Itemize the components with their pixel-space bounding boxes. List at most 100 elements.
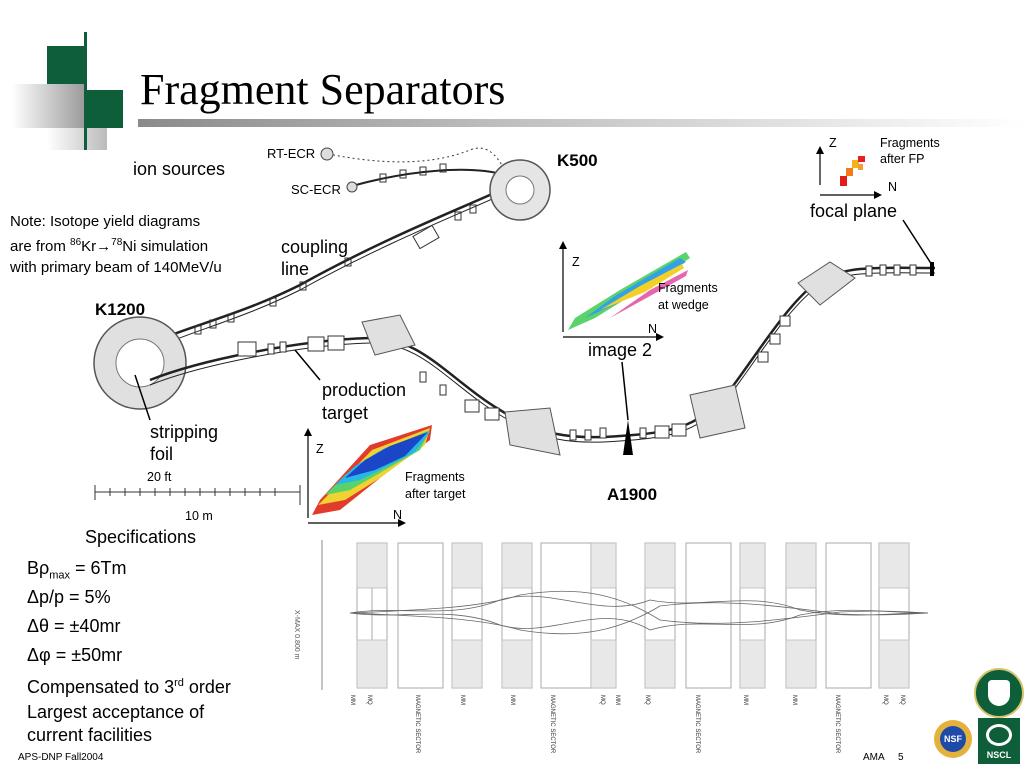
corner-decoration (12, 32, 142, 152)
k1200-label: K1200 (95, 300, 146, 319)
spec-momentum: Δp/p = 5% (27, 587, 111, 607)
envelope-hatching (356, 542, 910, 689)
spec-order: Compensated to 3rd order (27, 672, 231, 698)
page-number: 5 (898, 752, 904, 763)
nsf-text: NSF (940, 726, 966, 752)
envelope-label: MQ (599, 695, 605, 705)
coupling-magnets (194, 163, 477, 335)
envelope-label: MM (614, 695, 620, 705)
image2-pointer (621, 361, 629, 421)
wedge-n-label: N (648, 322, 658, 336)
spec-text: Compensated to 3 (27, 677, 175, 697)
envelope-label: MM (791, 695, 797, 705)
wedge-z-label: Z (572, 255, 580, 269)
focal-plane-label: focal plane (810, 201, 898, 221)
target-fragments-label-2: after target (405, 487, 466, 501)
rt-ecr-label: RT-ECR (267, 146, 316, 161)
isotope-note: Note: Isotope yield diagrams are from 86… (10, 211, 222, 278)
sc-ecr-label: SC-ECR (291, 182, 341, 197)
production-target-pointer (294, 349, 321, 381)
rt-ecr-line (327, 147, 511, 181)
envelope-label: MM (509, 695, 515, 705)
arrow-icon: → (96, 238, 112, 255)
k1200-core (115, 338, 165, 388)
note-text: Ni simulation (122, 238, 209, 255)
focal-plane-pointer (902, 219, 933, 266)
target-z-label: Z (316, 442, 324, 456)
doe-logo (974, 668, 1024, 718)
production-target-label-1: production (322, 380, 407, 400)
envelope-rays (349, 590, 929, 635)
wedge-fragments-label-1: Fragments (658, 281, 718, 295)
envelope-label: MM (742, 695, 748, 705)
rt-ecr-source (320, 147, 334, 161)
focal-plane-marker (930, 262, 934, 276)
envelope-axis-label: X-MAX 0.800 m (293, 610, 300, 660)
a1900-dipoles (361, 261, 856, 456)
wedge-marker (623, 420, 633, 455)
specifications-heading: Specifications (85, 527, 197, 547)
slide-title: Fragment Separators (140, 65, 506, 114)
ion-sources-label: ion sources (133, 159, 226, 179)
envelope-label: MAGNETIC SECTOR (414, 695, 420, 754)
fp-yield-plot (816, 146, 882, 199)
envelope-label: MM (349, 695, 355, 705)
k500-core (505, 175, 535, 205)
target-n-label: N (393, 508, 403, 522)
fp-fragments-label-2: after FP (880, 152, 925, 166)
stripping-foil-label-2: foil (150, 444, 174, 464)
fp-fragments-label-1: Fragments (880, 136, 940, 150)
dipole-2 (504, 407, 561, 456)
envelope-elements (356, 542, 910, 689)
spec-text: = 6Tm (70, 558, 127, 578)
envelope-label: MQ (882, 695, 888, 705)
envelope-label: MAGNETIC SECTOR (694, 695, 700, 754)
envelope-label: MM (459, 695, 465, 705)
nscl-logo: NSCL (978, 718, 1020, 764)
envelope-label: MQ (644, 695, 650, 705)
spec-acceptance-1: Largest acceptance of (27, 702, 205, 722)
scale-bar (94, 485, 301, 505)
coupling-line-label-1: coupling (281, 237, 349, 257)
sc-ecr-source (346, 181, 358, 193)
footer-left: APS-DNP Fall2004 (18, 752, 104, 763)
spec-text: order (183, 677, 231, 697)
a1900-label: A1900 (607, 485, 658, 504)
envelope-label: MQ (899, 695, 905, 705)
scale-ft-label: 20 ft (147, 470, 172, 484)
image2-label: image 2 (588, 340, 653, 360)
corner-vline (84, 32, 87, 150)
nscl-text: NSCL (986, 750, 1012, 760)
title-rule (138, 119, 1024, 127)
k500-label: K500 (557, 151, 598, 170)
note-line-3: with primary beam of 140MeV/u (10, 259, 222, 276)
wedge-yield-plot (559, 241, 690, 341)
target-yield-plot (304, 425, 432, 527)
note-superscript: 78 (111, 237, 123, 248)
note-line-1: Note: Isotope yield diagrams (10, 213, 201, 230)
scale-m-label: 10 m (185, 509, 213, 523)
note-text: Kr (81, 238, 97, 255)
wedge-fragments-label-2: at wedge (658, 298, 709, 312)
fp-n-label: N (888, 180, 898, 194)
fp-z-label: Z (829, 136, 837, 150)
production-target-label-2: target (322, 403, 369, 423)
envelope-labels: MM MQ MAGNETIC SECTOR MM MM MAGNETIC SEC… (349, 695, 930, 753)
spec-phi: Δφ = ±50mr (27, 645, 123, 665)
note-line-2: are from 86Kr→78Ni simulation (10, 232, 222, 257)
corner-square-green-2 (85, 90, 123, 128)
nscl-swirl-icon (986, 724, 1012, 746)
spec-brho: Bρmax = 6Tm (27, 557, 127, 587)
dipole-1 (361, 314, 416, 356)
footer-author: AMA (863, 752, 885, 763)
corner-square-gray-2 (47, 128, 107, 150)
a1900-quadrupoles (237, 264, 917, 441)
corner-square-green-1 (47, 46, 85, 84)
coupling-line-label-2: line (281, 259, 310, 279)
spec-theta: Δθ = ±40mr (27, 616, 121, 636)
stripping-foil-label-1: stripping (150, 422, 219, 442)
envelope-label: MAGNETIC SECTOR (834, 695, 840, 754)
corner-square-gray-1 (12, 84, 84, 128)
